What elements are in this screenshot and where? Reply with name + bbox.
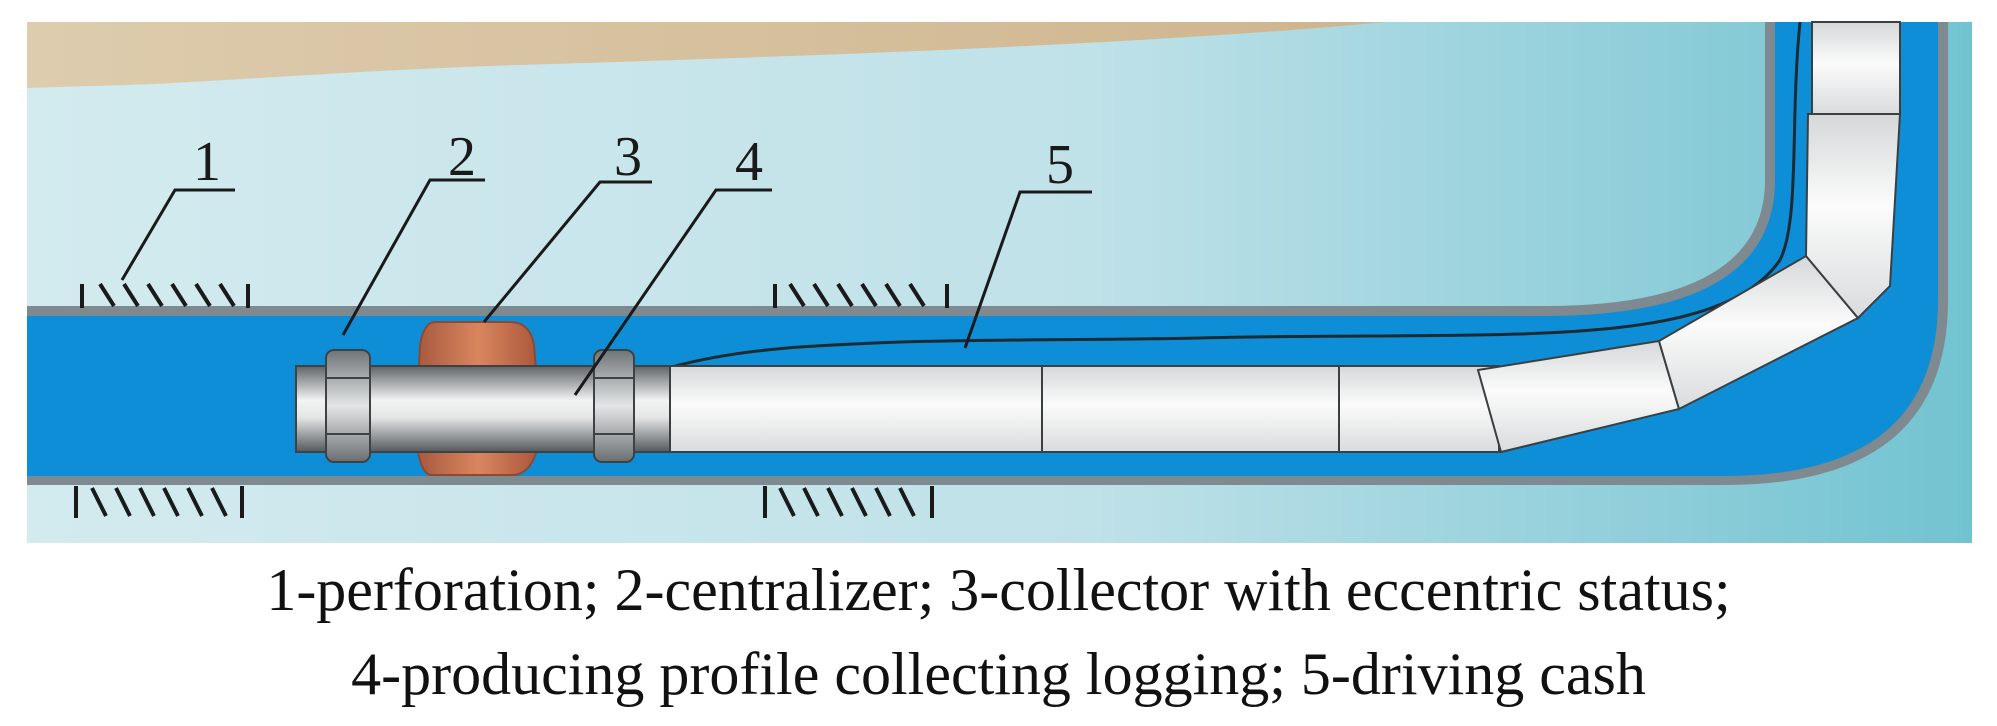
callout-label-5: 5 bbox=[1046, 134, 1074, 196]
callout-label-3: 3 bbox=[614, 126, 642, 188]
pipe-segment bbox=[1338, 365, 1500, 453]
caption-line-1: 1-perforation; 2-centralizer; 3-collecto… bbox=[266, 557, 1731, 623]
figure-caption: 1-perforation; 2-centralizer; 3-collecto… bbox=[0, 548, 1997, 716]
driving-cable bbox=[671, 21, 1802, 369]
pipe-segment bbox=[1041, 365, 1340, 453]
pipe-segment bbox=[669, 365, 1043, 453]
pipe-segment bbox=[1804, 113, 1902, 320]
perforation-marks-left-top bbox=[80, 282, 250, 308]
centralizer-left bbox=[325, 349, 371, 463]
caption-line-2: 4-producing profile collecting logging; … bbox=[351, 641, 1646, 707]
perforation-marks-mid-bottom bbox=[763, 486, 934, 518]
perforation-marks-left-bottom bbox=[74, 486, 244, 518]
surface-layer bbox=[27, 22, 1385, 88]
pipe-segment bbox=[1811, 21, 1901, 115]
callout-leaders bbox=[120, 178, 1092, 396]
centralizer-right bbox=[593, 349, 635, 463]
callout-label-1: 1 bbox=[193, 131, 221, 193]
callout-label-4: 4 bbox=[735, 131, 763, 193]
callout-label-2: 2 bbox=[448, 126, 476, 188]
pipe-string bbox=[669, 21, 1902, 454]
perforation-marks-mid-top bbox=[773, 282, 949, 308]
